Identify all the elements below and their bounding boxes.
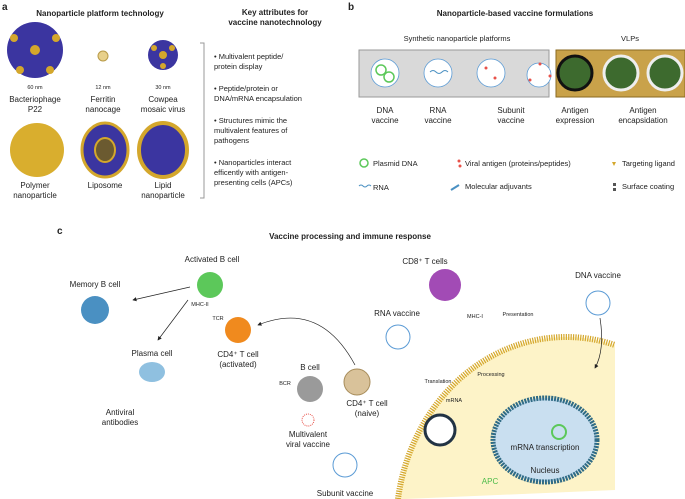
legend-viral-antigen: Viral antigen (proteins/peptides) (465, 159, 571, 168)
cd4-naive-cell (343, 368, 371, 396)
p22-particle (7, 22, 63, 78)
b-cell (297, 376, 323, 402)
lipid-particle (137, 121, 189, 179)
label-antibodies: Antiviral antibodies (101, 408, 139, 427)
platform-name: Liposome (87, 181, 123, 190)
label-dna-vaccine: DNA vaccine (575, 271, 621, 280)
label-translation: Translation (424, 379, 452, 385)
ferritin-particle (97, 50, 109, 62)
platform-name: Lipid nanoparticle (141, 181, 185, 200)
panel-b-title: Nanoparticle-based vaccine formulations (436, 9, 594, 18)
legend-plasmid-dna: Plasmid DNA (373, 159, 418, 168)
label-presentation: Presentation (502, 312, 534, 318)
size-label: 12 nm (95, 85, 111, 91)
liposome-particle (80, 121, 130, 179)
label-processing: Processing (477, 372, 505, 378)
memory-b-cell (81, 296, 109, 324)
formulation-label: DNA vaccine (371, 106, 399, 125)
label-mhc2: MHC-II (191, 302, 209, 308)
label-cd4-activated: CD4⁺ T cell (activated) (217, 350, 259, 369)
attribute-item: • Nanoparticles interact efficently with… (214, 158, 293, 187)
panel-c-title: Vaccine processing and immune response (269, 232, 431, 241)
cd4-activated-cell (225, 317, 251, 343)
label-transcription: mRNA transcription (510, 443, 580, 452)
formulation-label: Antigen encapsidation (618, 106, 668, 125)
label-activated-b: Activated B cell (184, 255, 240, 264)
label-subunit: Subunit vaccine (316, 489, 374, 498)
group-synthetic: Synthetic nanoparticle platforms (403, 34, 511, 43)
size-label: 60 nm (27, 85, 43, 91)
label-mhc1: MHC-I (467, 314, 483, 320)
label-rna-vaccine: RNA vaccine (374, 309, 420, 318)
panel-b-letter: b (348, 2, 355, 13)
platform-name: Ferritin nanocage (85, 95, 121, 114)
label-plasma: Plasma cell (131, 349, 173, 358)
panel-c-letter: c (57, 226, 63, 237)
size-label: 30 nm (155, 85, 171, 91)
vlp-particles (556, 54, 684, 92)
label-tcr: TCR (212, 316, 224, 322)
plasma-cell (139, 362, 165, 382)
label-memory-b: Memory B cell (69, 280, 121, 289)
label-mrna: mRNA (445, 398, 463, 404)
label-nucleus: Nucleus (530, 466, 560, 475)
label-apc: APC (481, 477, 499, 486)
platform-name: Cowpea mosaic virus (140, 95, 186, 114)
group-vlp: VLPs (621, 34, 639, 43)
label-cd8: CD8⁺ T cells (402, 257, 448, 266)
legend-adjuvants: Molecular adjuvants (465, 182, 532, 191)
formulation-label: Subunit vaccine (497, 106, 525, 125)
polymer-particle (10, 123, 64, 177)
attribute-item: • Structures mimic the multivalent featu… (214, 116, 288, 145)
label-b-cell: B cell (300, 363, 320, 372)
legend-rna: RNA (373, 183, 389, 192)
activated-b-cell (197, 272, 223, 298)
panel-a-title: Nanoparticle platform technology (36, 9, 164, 18)
attributes-title: Key attributes for vaccine nanotechnolog… (228, 8, 322, 27)
nucleus (490, 395, 600, 485)
panel-a-letter: a (2, 2, 8, 13)
bracket (200, 42, 205, 199)
legend-targeting-ligand: Targeting ligand (622, 159, 675, 168)
attribute-item: • Peptide/protein or DNA/mRNA encapsulat… (214, 84, 302, 103)
platform-name: Bacteriophage P22 (9, 95, 61, 114)
label-bcr: BCR (279, 381, 291, 387)
label-cd4-naive: CD4⁺ T cell (naive) (346, 399, 388, 418)
cd8-t-cell (429, 269, 461, 301)
label-multivalent: Multivalent viral vaccine (285, 430, 331, 449)
cowpea-particle (148, 40, 178, 70)
legend-surface-coating: Surface coating (622, 182, 675, 191)
formulation-label: RNA vaccine (424, 106, 452, 125)
attribute-item: • Multivalent peptide/ protein display (214, 52, 284, 71)
platform-name: Polymer nanoparticle (13, 181, 57, 200)
apc-membrane (395, 333, 616, 499)
formulation-label: Antigen expression (555, 106, 595, 125)
